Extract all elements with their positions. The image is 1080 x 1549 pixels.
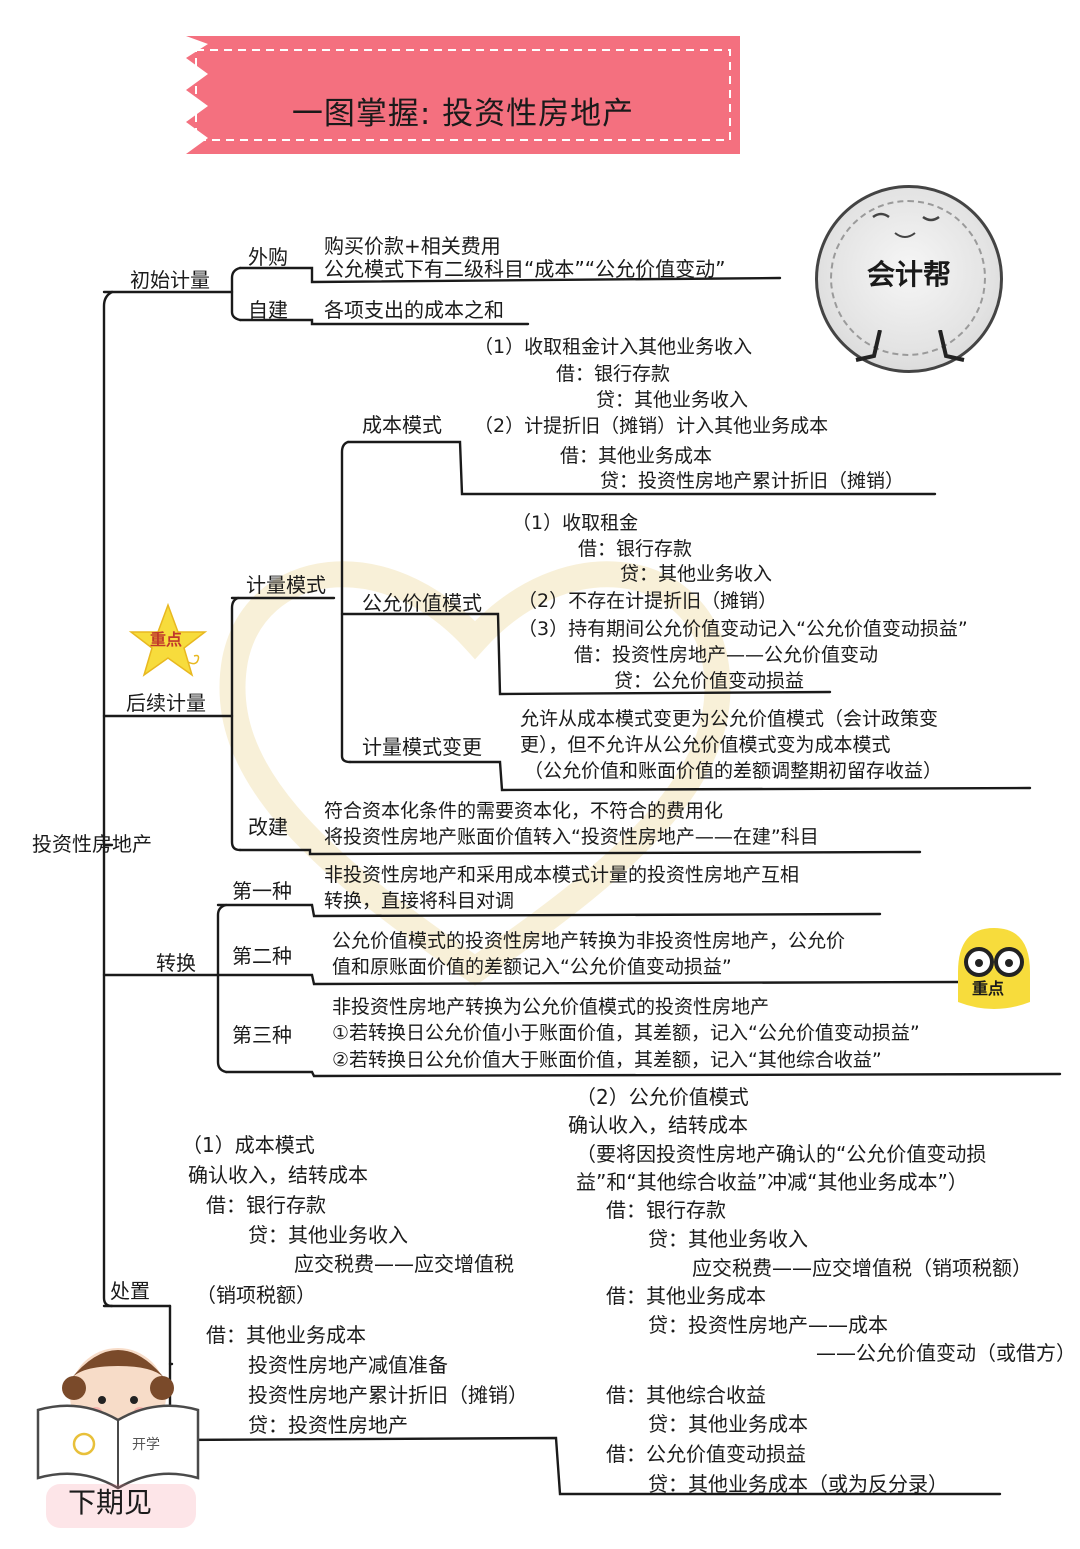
cost-line-5: 借：其他业务成本: [560, 445, 713, 467]
root-node: 投资性房地产: [32, 832, 152, 856]
fair-line-7: 贷：公允价值变动损益: [614, 670, 805, 692]
first-line-1: 非投资性房地产和采用成本模式计量的投资性房地产互相: [324, 864, 800, 886]
disposal-cost-1: （1）成本模式: [182, 1133, 315, 1157]
disposal-fair-4: 益”和“其他综合收益”冲减“其他业务成本”）: [576, 1170, 968, 1194]
second-line-2: 值和原账面价值的差额记入“公允价值变动损益”: [332, 956, 732, 978]
node-first-type: 第一种: [232, 879, 292, 903]
node-third-type: 第三种: [232, 1023, 292, 1047]
change-line-1: 允许从成本模式变更为公允价值模式（会计政策变: [520, 708, 939, 730]
fair-line-6: 借：投资性房地产——公允价值变动: [574, 644, 879, 666]
node-measure-mode: 计量模式: [246, 573, 326, 597]
disposal-fair-10: ——公允价值变动（或借方）: [816, 1341, 1076, 1365]
kid-with-book-icon: [36, 1348, 200, 1528]
disposal-cost-5: 应交税费——应交增值税: [294, 1252, 514, 1276]
purchase-line-1: 购买价款+相关费用: [324, 234, 501, 258]
change-line-3: （公允价值和账面价值的差额调整期初留存收益）: [524, 760, 943, 782]
node-initial: 初始计量: [130, 268, 210, 292]
brand-name: 会计帮: [866, 258, 951, 291]
node-purchase: 外购: [248, 245, 288, 269]
disposal-fair-9: 贷：投资性房地产——成本: [648, 1313, 888, 1337]
node-second-type: 第二种: [232, 944, 292, 968]
star-icon: [128, 602, 208, 677]
node-rebuild: 改建: [248, 815, 288, 839]
third-line-2: ①若转换日公允价值小于账面价值，其差额，记入“公允价值变动损益”: [332, 1022, 920, 1044]
disposal-fair-6: 贷：其他业务收入: [648, 1227, 808, 1251]
disposal-cost-6: （销项税额）: [196, 1283, 316, 1307]
glasses-badge-label: 重点: [972, 979, 1005, 998]
disposal-fair-5: 借：银行存款: [606, 1198, 726, 1222]
fair-line-5: （3）持有期间公允价值变动记入“公允价值变动损益”: [518, 618, 968, 640]
page-title: 一图掌握: 投资性房地产: [291, 96, 635, 132]
disposal-cost-8: 投资性房地产减值准备: [248, 1353, 448, 1377]
star-badge-label: 重点: [150, 630, 183, 649]
second-line-1: 公允价值模式的投资性房地产转换为非投资性房地产，公允价: [332, 930, 846, 952]
open-school-label: 开学: [132, 1437, 160, 1453]
disposal-fair-3: （要将因投资性房地产确认的“公允价值变动损: [576, 1142, 987, 1166]
glasses-mascot-icon: [958, 928, 1030, 1009]
node-fair-mode: 公允价值模式: [362, 591, 482, 615]
node-cost-mode: 成本模式: [362, 413, 442, 437]
disposal-cost-2: 确认收入，结转成本: [188, 1163, 368, 1187]
node-conversion: 转换: [156, 951, 196, 975]
first-line-2: 转换，直接将科目对调: [324, 890, 515, 912]
disposal-cost-7: 借：其他业务成本: [206, 1323, 366, 1347]
disposal-fair-1: （2）公允价值模式: [576, 1085, 749, 1109]
fair-line-1: （1）收取租金: [512, 512, 639, 534]
cost-line-2: 借：银行存款: [556, 363, 671, 385]
third-line-1: 非投资性房地产转换为公允价值模式的投资性房地产: [332, 996, 770, 1018]
purchase-line-2: 公允模式下有二级科目“成本”“公允价值变动”: [324, 257, 726, 281]
rebuild-line-1: 符合资本化条件的需要资本化，不符合的费用化: [324, 800, 724, 822]
mascot-feet-icon: [855, 330, 965, 362]
disposal-fair-13: 借：公允价值变动损益: [606, 1442, 806, 1466]
disposal-fair-12: 贷：其他业务成本: [648, 1412, 808, 1436]
fair-line-4: （2）不存在计提折旧（摊销）: [518, 590, 778, 612]
node-mode-change: 计量模式变更: [362, 735, 482, 759]
cost-line-4: （2）计提折旧（摊销）计入其他业务成本: [474, 415, 829, 437]
fair-line-2: 借：银行存款: [578, 538, 693, 560]
cost-line-3: 贷：其他业务收入: [596, 389, 749, 411]
cost-line-6: 贷：投资性房地产累计折旧（摊销）: [600, 470, 905, 492]
disposal-fair-11: 借：其他综合收益: [606, 1383, 766, 1407]
cost-line-1: （1）收取租金计入其他业务收入: [474, 336, 753, 358]
node-disposal: 处置: [110, 1279, 150, 1303]
selfbuild-text: 各项支出的成本之和: [324, 298, 504, 322]
disposal-fair-14: 贷：其他业务成本（或为反分录）: [648, 1472, 948, 1496]
watermark-heart: [219, 561, 731, 986]
disposal-fair-2: 确认收入，结转成本: [568, 1113, 748, 1137]
disposal-cost-3: 借：银行存款: [206, 1193, 326, 1217]
change-line-2: 更），但不允许从公允价值模式变为成本模式: [520, 734, 891, 756]
brand-badge: 会计帮: [815, 185, 1003, 373]
node-subsequent: 后续计量: [126, 691, 206, 715]
disposal-fair-8: 借：其他业务成本: [606, 1284, 766, 1308]
third-line-3: ②若转换日公允价值大于账面价值，其差额，记入“其他综合收益”: [332, 1049, 882, 1071]
node-selfbuild: 自建: [248, 298, 288, 322]
disposal-cost-9: 投资性房地产累计折旧（摊销）: [248, 1383, 528, 1407]
title-banner: 一图掌握: 投资性房地产: [186, 36, 740, 154]
disposal-cost-10: 贷：投资性房地产: [248, 1413, 408, 1437]
disposal-cost-4: 贷：其他业务收入: [248, 1223, 408, 1247]
disposal-fair-7: 应交税费——应交增值税（销项税额）: [692, 1256, 1032, 1280]
rebuild-line-2: 将投资性房地产账面价值转入“投资性房地产——在建”科目: [324, 826, 819, 848]
fair-line-3: 贷：其他业务收入: [620, 563, 773, 585]
next-issue-label: 下期见: [68, 1486, 153, 1519]
